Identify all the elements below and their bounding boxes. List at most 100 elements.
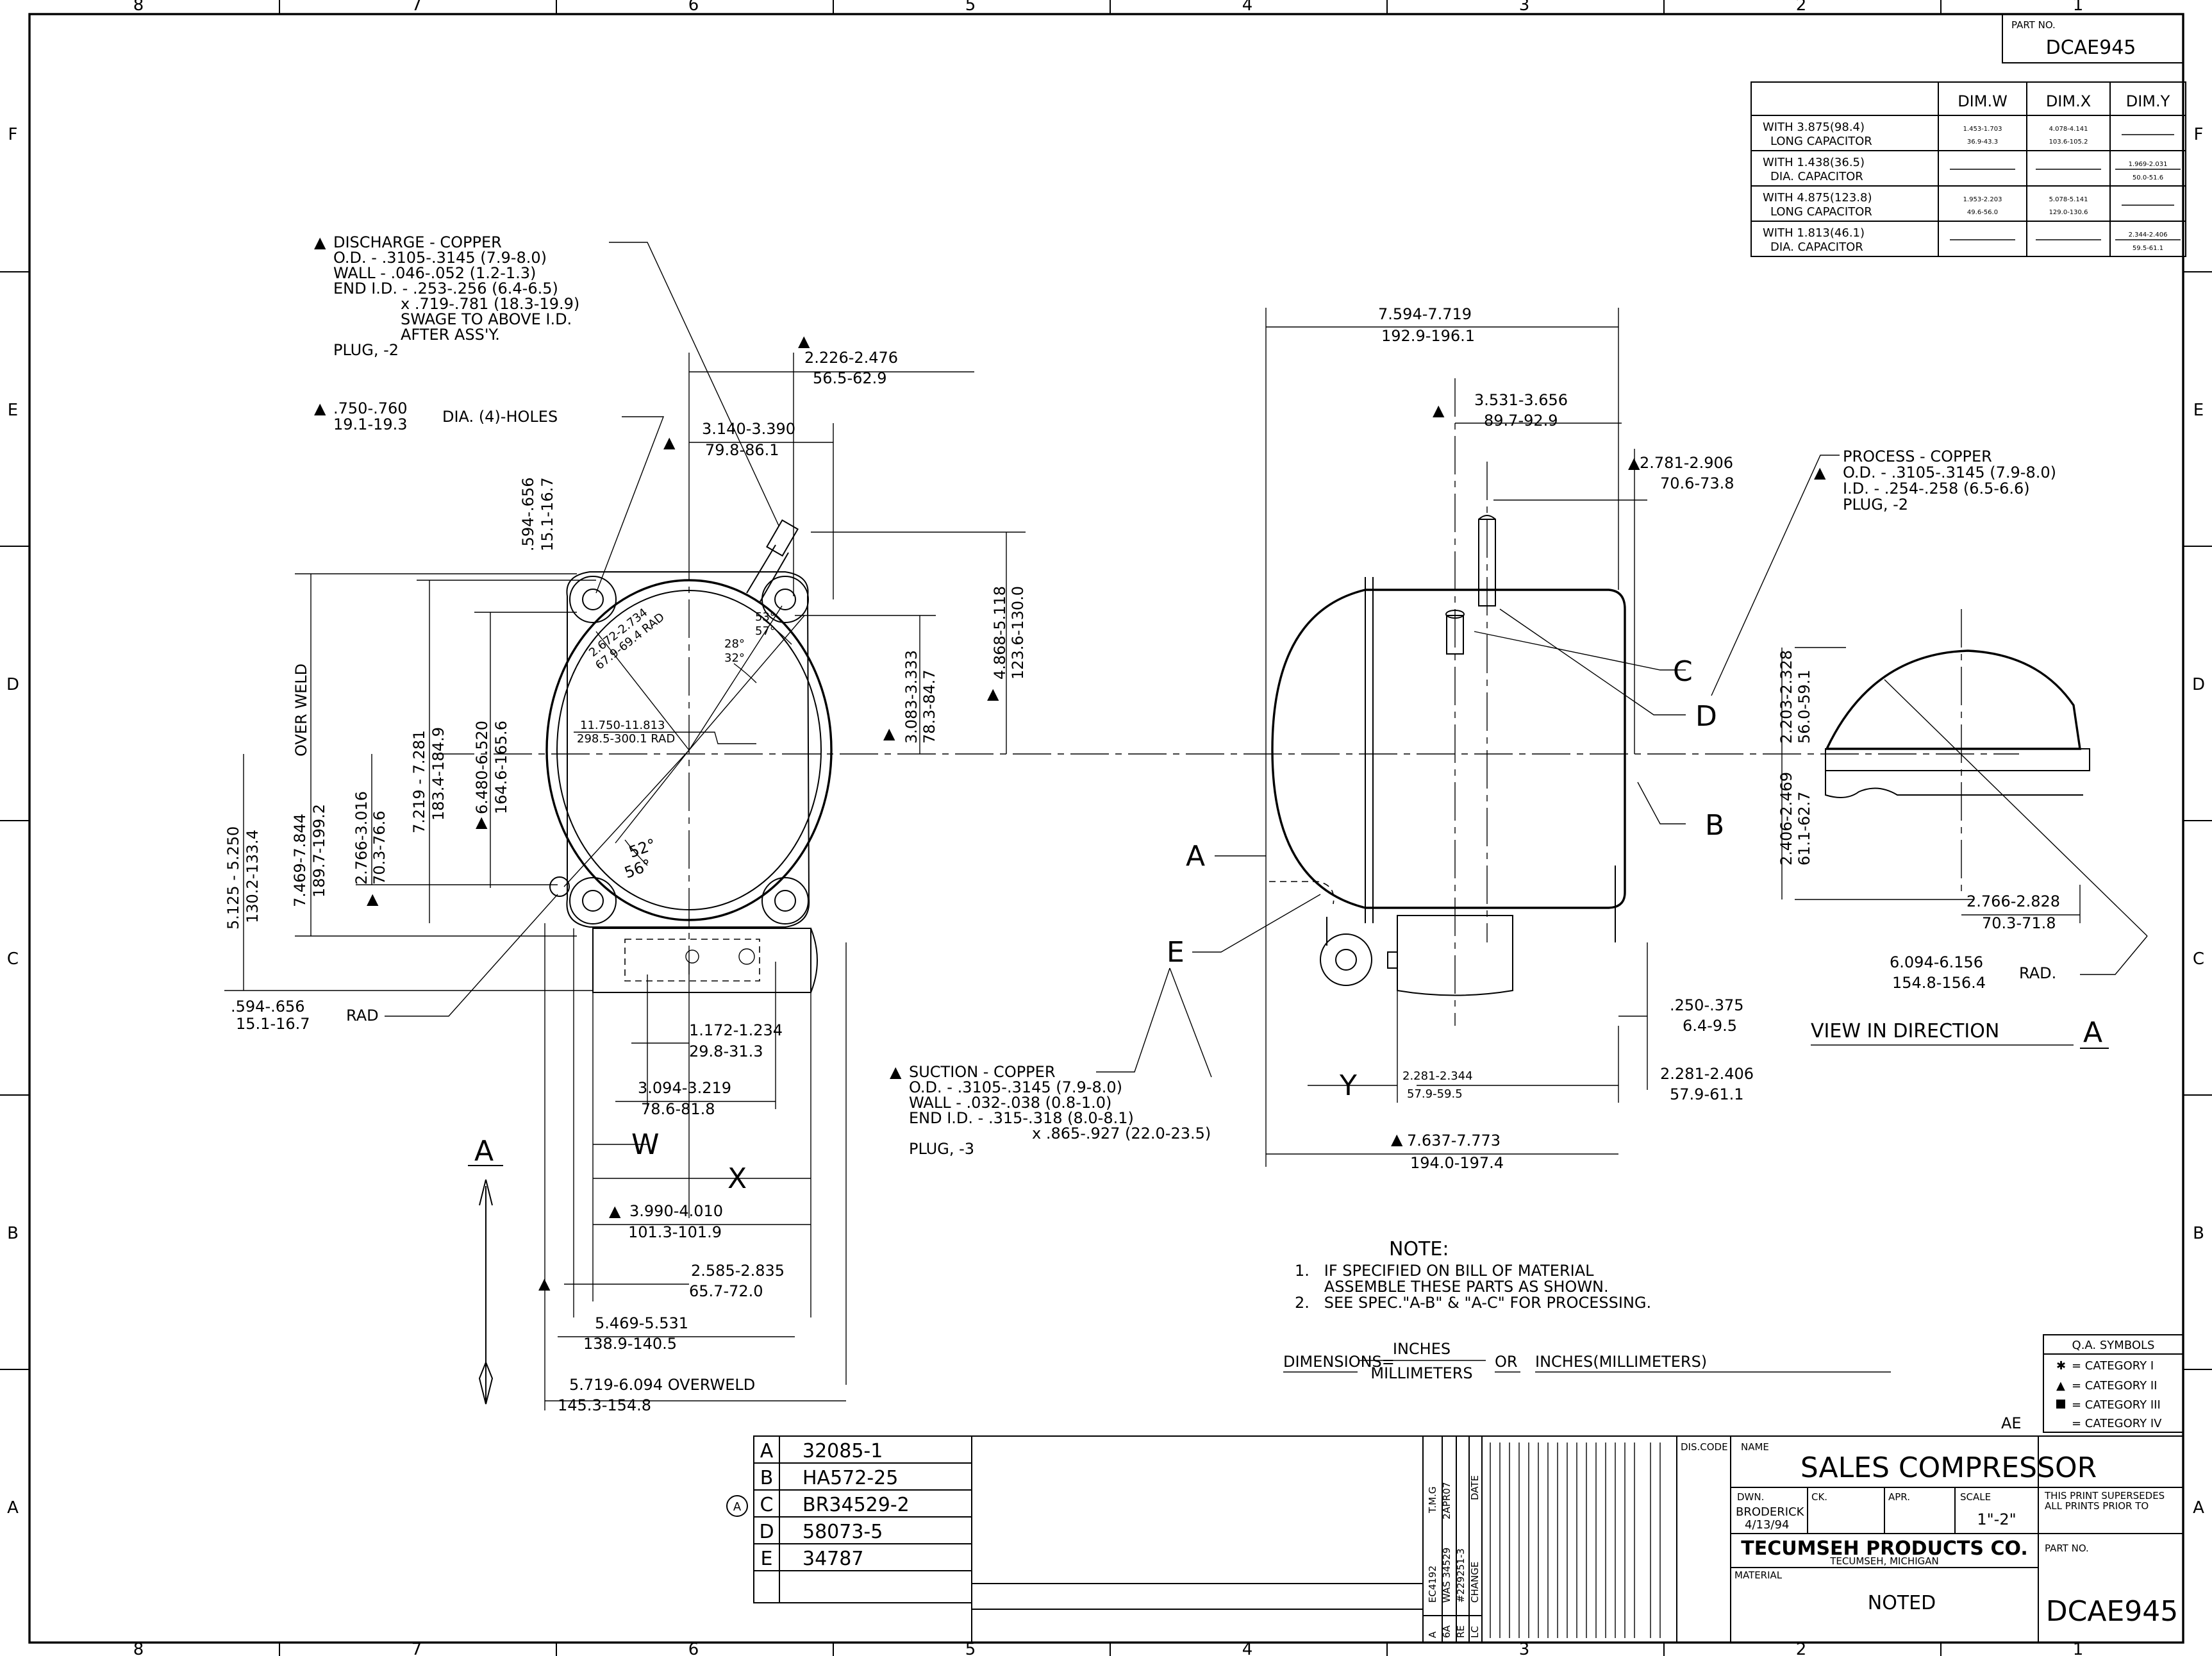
units-denominator: MILLIMETERS [1370, 1364, 1472, 1382]
zone-right-E: E [2193, 401, 2204, 420]
dis-code-label: DIS.CODE [1681, 1441, 1728, 1453]
qa-symbols: Q.A. SYMBOLS ✱ = CATEGORY I ▲ = CATEGORY… [2043, 1334, 2184, 1433]
parts-ref: C [760, 1494, 774, 1516]
dim-2226-mm: 56.5-62.9 [813, 369, 887, 387]
rev-date-header: DATE [1469, 1475, 1481, 1500]
dim-5719-mm: 145.3-154.8 [558, 1396, 651, 1414]
scale-label: SCALE [1960, 1491, 1991, 1503]
parts-number: BR34529-2 [802, 1494, 910, 1516]
rev-change-2: #229251-3 [1455, 1548, 1467, 1603]
dim-2585-mm: 65.7-72.0 [689, 1282, 763, 1300]
angle-56: 56° [622, 856, 654, 882]
qa-item: = CATEGORY II [2072, 1379, 2157, 1393]
dim-2781: 2.781-2.906 [1640, 454, 1733, 472]
dim-7219-mm: 183.4-184.9 [429, 727, 447, 821]
view-a-labels: 2.406-2.469 61.1-62.7 2.203-2.328 56.0-5… [1777, 650, 2109, 1049]
qa-triangle-icon: ▲ [609, 1202, 621, 1220]
dim-2766-mm: 70.3-71.8 [1982, 914, 2056, 932]
discharge-line: SWAGE TO ABOVE I.D. [401, 310, 572, 328]
view-a-arrow-letter: A [474, 1135, 494, 1167]
dim-4868: 4.868-5.118 [991, 586, 1009, 680]
dim-2766-vert-mm: 70.3-76.6 [370, 810, 388, 885]
dim-3094-mm: 78.6-81.8 [641, 1100, 715, 1118]
ae-mark: AE [2001, 1414, 2022, 1432]
apr-label: APR. [1888, 1491, 1910, 1503]
dim-7594-mm: 192.9-196.1 [1381, 327, 1475, 345]
parts-ref: E [761, 1548, 773, 1570]
company-name: TECUMSEH PRODUCTS CO. [1741, 1537, 2027, 1560]
part-number-label: PART NO. [2011, 19, 2056, 31]
dim-2281-mm: 57.9-61.1 [1670, 1085, 1744, 1103]
zone-left-B: B [7, 1224, 19, 1243]
note-line: 1. IF SPECIFIED ON BILL OF MATERIAL [1295, 1262, 1594, 1280]
parts-list: A A 32085-1 B HA572-25 C BR34529-2 D 580… [726, 1435, 972, 1603]
units-alt: INCHES(MILLIMETERS) [1535, 1353, 1707, 1371]
label-b: B [1705, 809, 1724, 842]
dim-7594: 7.594-7.719 [1378, 305, 1472, 323]
suction-line: x .865-.927 (22.0-23.5) [1032, 1125, 1211, 1142]
rev-hdr-lc: LC [1469, 1626, 1481, 1638]
view-in-direction-text: VIEW IN DIRECTION [1811, 1020, 1999, 1042]
dim-table-cell: 5.078-5.141 [2049, 196, 2088, 203]
dwn-label: DWN. [1737, 1491, 1764, 1503]
part-number-box: PART NO. DCAE945 [2002, 14, 2183, 63]
rad-dim: .594-.656 [231, 998, 305, 1016]
dim-11750: 11.750-11.813 [580, 719, 665, 732]
dim-2766-vert: 2.766-3.016 [353, 791, 370, 885]
zone-top-7: 7 [412, 0, 422, 15]
rad-label: RAD [346, 1007, 379, 1025]
discharge-line: DISCHARGE - COPPER [333, 233, 502, 251]
dim-table-cell: 103.6-105.2 [2049, 138, 2088, 146]
rev-change-was: WAS 34529 [1441, 1548, 1452, 1603]
dim-2406: 2.406-2.469 [1777, 772, 1795, 866]
zone-bottom-2: 2 [1796, 1640, 1807, 1656]
dim-594-vert-mm: 15.1-16.7 [538, 477, 556, 551]
part-number-value: DCAE945 [2046, 37, 2136, 59]
dim-5125: 5.125 - 5.250 [224, 826, 242, 930]
qa-triangle-icon: ▲ [314, 399, 326, 417]
notes: NOTE: 1. IF SPECIFIED ON BILL OF MATERIA… [1295, 1238, 1651, 1312]
dim-y-label: Y [1339, 1069, 1357, 1102]
qa-triangle-icon: ▲ [890, 1063, 902, 1081]
dim-table-row-label: WITH 1.438(36.5) [1763, 156, 1865, 169]
dim-594-vert: .594-.656 [519, 477, 537, 551]
dim-7637: 7.637-7.773 [1407, 1132, 1501, 1150]
dim-1172-mm: 29.8-31.3 [689, 1042, 763, 1060]
top-view [544, 519, 847, 1410]
qa-triangle-icon: ▲ [476, 813, 488, 831]
dim-3083: 3.083-3.333 [902, 650, 920, 744]
zone-bottom-6: 6 [688, 1640, 699, 1656]
discharge-line: O.D. - .3105-.3145 (7.9-8.0) [333, 249, 547, 267]
zone-right-B: B [2193, 1224, 2204, 1243]
dim-6094-mm: 154.8-156.4 [1892, 974, 1986, 992]
supersedes-line: THIS PRINT SUPERSEDES [2044, 1490, 2165, 1501]
dim-table-row-label: LONG CAPACITOR [1770, 205, 1872, 219]
dim-5469: 5.469-5.531 [595, 1314, 688, 1332]
discharge-line: END I.D. - .253-.256 (6.4-6.5) [333, 280, 558, 297]
rev-change-header: CHANGE [1469, 1562, 1481, 1603]
dim-3990: 3.990-4.010 [629, 1202, 723, 1220]
revision-marker: A [733, 1500, 742, 1514]
label-e: E [1167, 936, 1185, 969]
process-line: PLUG, -2 [1843, 496, 1908, 514]
side-view-labels: 7.594-7.719 192.9-196.1 ▲ 3.531-3.656 89… [890, 305, 2056, 1172]
dim-table-cell: 129.0-130.6 [2049, 209, 2088, 216]
angle-28: 28° [724, 637, 745, 651]
angle-57: 57° [755, 624, 776, 638]
rev-ltr-6a: 6A [1441, 1625, 1452, 1638]
process-line: PROCESS - COPPER [1843, 447, 1992, 465]
zone-top-3: 3 [1519, 0, 1530, 15]
dim-2281y: 2.281-2.344 [1402, 1069, 1473, 1083]
dim-table-cell: 50.0-51.6 [2133, 174, 2163, 181]
qa-triangle-icon: ▲ [1628, 454, 1640, 472]
zone-left-A: A [7, 1498, 19, 1518]
rad-label: RAD. [2019, 964, 2056, 982]
suction-line: END I.D. - .315-.318 (8.0-8.1) [909, 1109, 1134, 1127]
label-a: A [1186, 840, 1205, 873]
dim-table-cell: 49.6-56.0 [1967, 209, 1998, 216]
parts-ref: B [760, 1467, 774, 1489]
zone-right-F: F [2194, 125, 2204, 144]
qa-triangle-icon: ▲ [367, 890, 379, 908]
